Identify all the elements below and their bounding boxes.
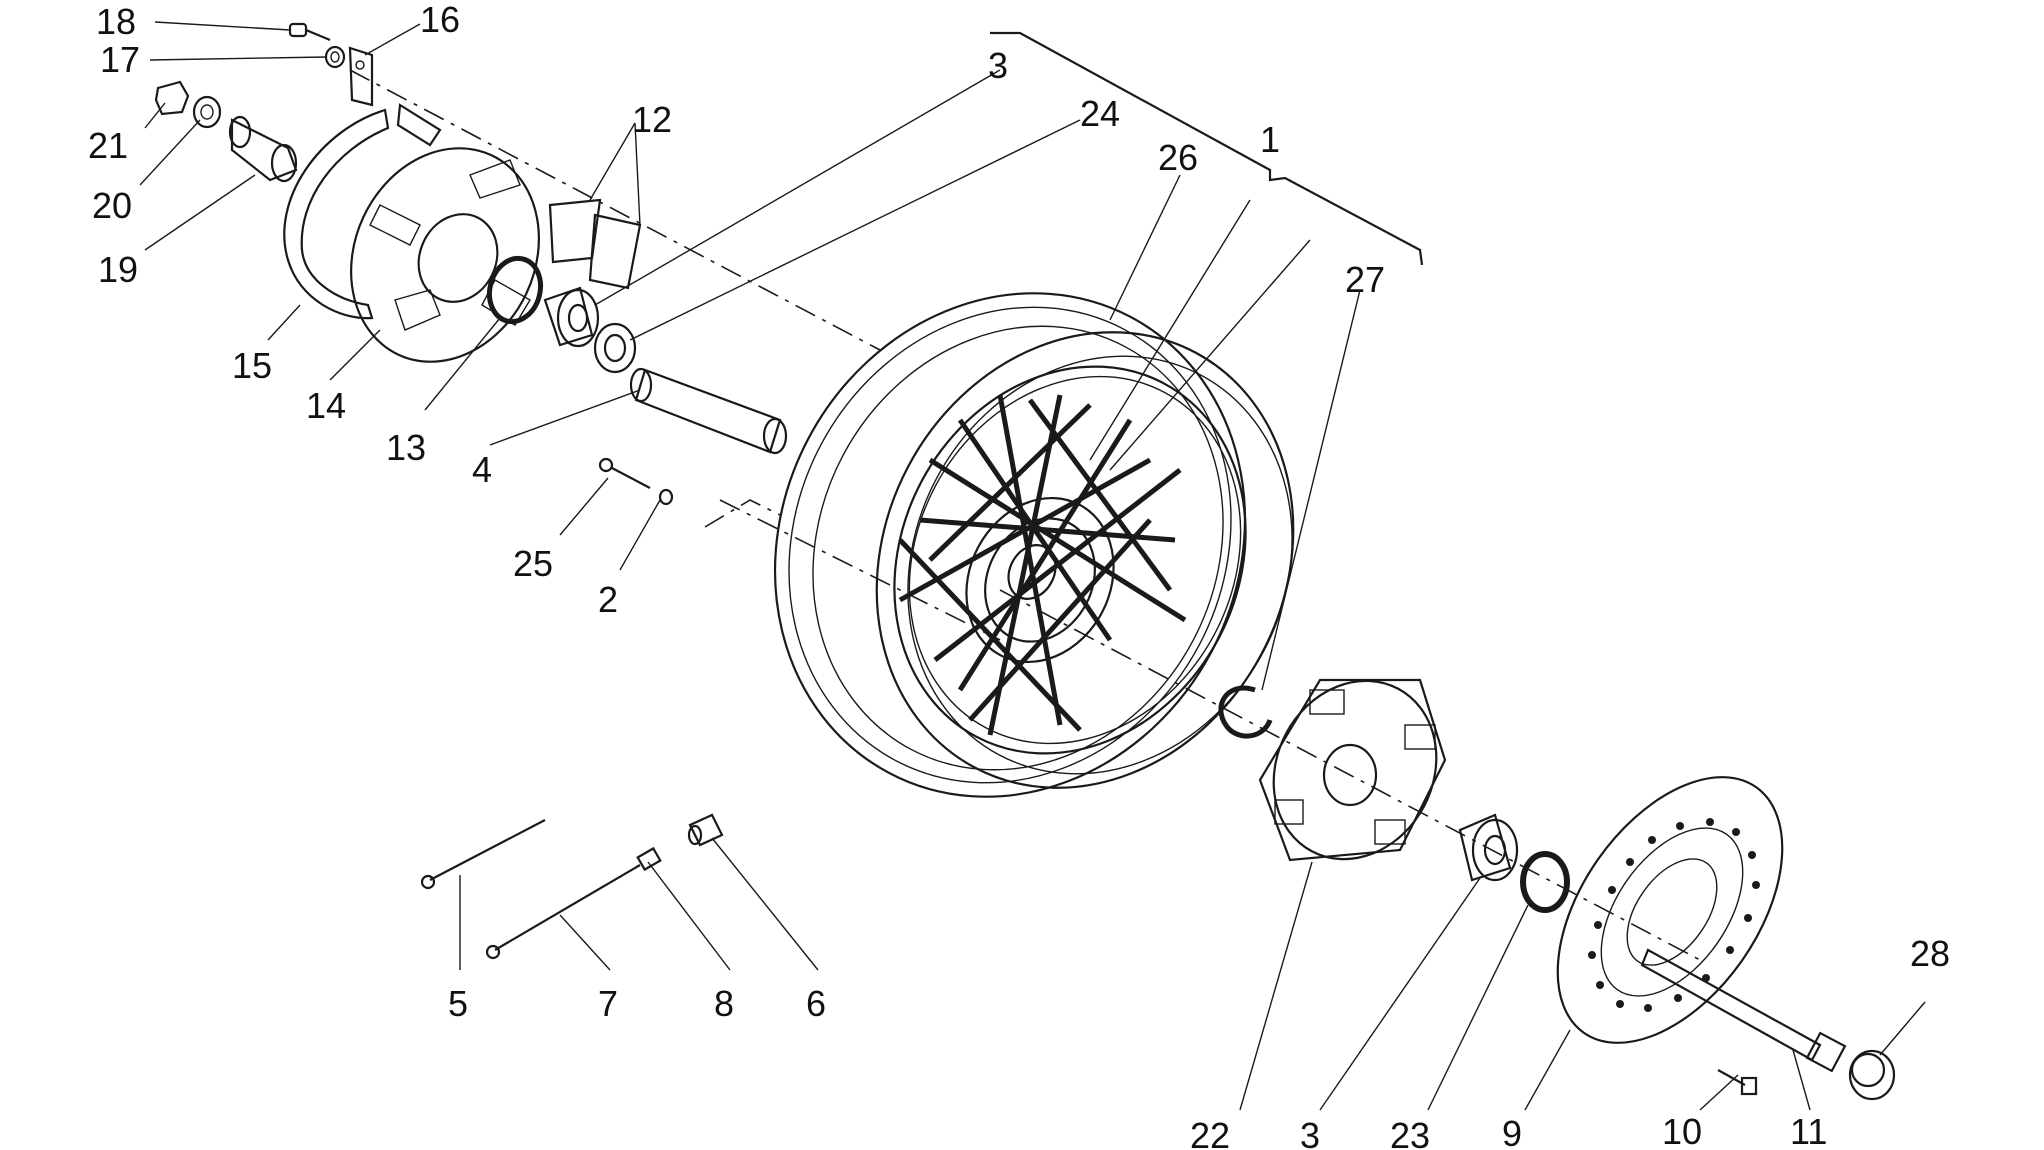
brake-plate-14: [350, 103, 540, 363]
callout-10: 10: [1662, 1111, 1702, 1150]
nut-2: [658, 488, 674, 506]
callout-28: 28: [1910, 933, 1950, 974]
callout-21: 21: [88, 125, 128, 166]
nipple-8: [636, 846, 662, 872]
callout-11: 11: [1790, 1111, 1827, 1150]
callout-9: 9: [1502, 1113, 1522, 1150]
rod-5: [420, 819, 546, 890]
washer-17: [324, 45, 346, 69]
brake-disc-9: [1556, 776, 1784, 1044]
spacer-tube-4: [629, 367, 788, 455]
callout-20: 20: [92, 185, 132, 226]
nut-21: [154, 80, 190, 116]
callout-15: 15: [232, 345, 272, 386]
brake-shoe-15: [283, 108, 390, 320]
bearing-3-upper: [543, 286, 600, 348]
callout-23: 23: [1390, 1115, 1430, 1150]
wheel-assembly: [773, 292, 1295, 798]
callout-18: 18: [96, 1, 136, 42]
bracket-plate-16: [348, 46, 374, 107]
axle-11: [1640, 948, 1847, 1073]
assembly-axis-lines: [349, 69, 1701, 961]
callout-26: 26: [1158, 137, 1198, 178]
callout-6: 6: [806, 983, 826, 1024]
washer-20: [192, 95, 222, 129]
screw-25: [598, 457, 651, 489]
callout-16: 16: [420, 0, 460, 40]
callout-8: 8: [714, 983, 734, 1024]
spacer-19: [228, 115, 298, 183]
callout-25: 25: [513, 543, 553, 584]
callout-14: 14: [306, 385, 346, 426]
disc-bolt-10: [1717, 1069, 1758, 1096]
brake-pads-12: [548, 198, 642, 290]
callout-19: 19: [98, 249, 138, 290]
callout-24: 24: [1080, 93, 1120, 134]
callout-1: 1: [1260, 119, 1280, 160]
bolt-18: [288, 22, 331, 42]
callout-labels: 18 17 16 21 20 19 15 14 13 12 3 24 26 1 …: [88, 0, 1950, 1150]
callout-4: 4: [472, 449, 492, 490]
callout-7: 7: [598, 983, 618, 1024]
leader-lines: [139, 21, 1926, 1111]
callout-3-upper: 3: [988, 45, 1008, 86]
callout-12: 12: [632, 99, 672, 140]
callout-13: 13: [386, 427, 426, 468]
rod-7: [485, 864, 641, 960]
callout-27: 27: [1345, 259, 1385, 300]
bearing-3-lower: [1458, 813, 1519, 882]
callout-22: 22: [1190, 1115, 1230, 1150]
callout-17: 17: [100, 39, 140, 80]
callout-2: 2: [598, 579, 618, 620]
valve-6: [687, 813, 724, 847]
cap-28: [1848, 1049, 1896, 1101]
callout-3-lower: 3: [1300, 1115, 1320, 1150]
callout-5: 5: [448, 983, 468, 1024]
o-ring-13: [486, 255, 544, 325]
seal-23: [1520, 851, 1570, 913]
circlip-27: [1218, 685, 1273, 739]
seal-24: [593, 322, 637, 374]
flange-22: [1258, 678, 1447, 862]
assembly-bracket: [990, 31, 1424, 266]
